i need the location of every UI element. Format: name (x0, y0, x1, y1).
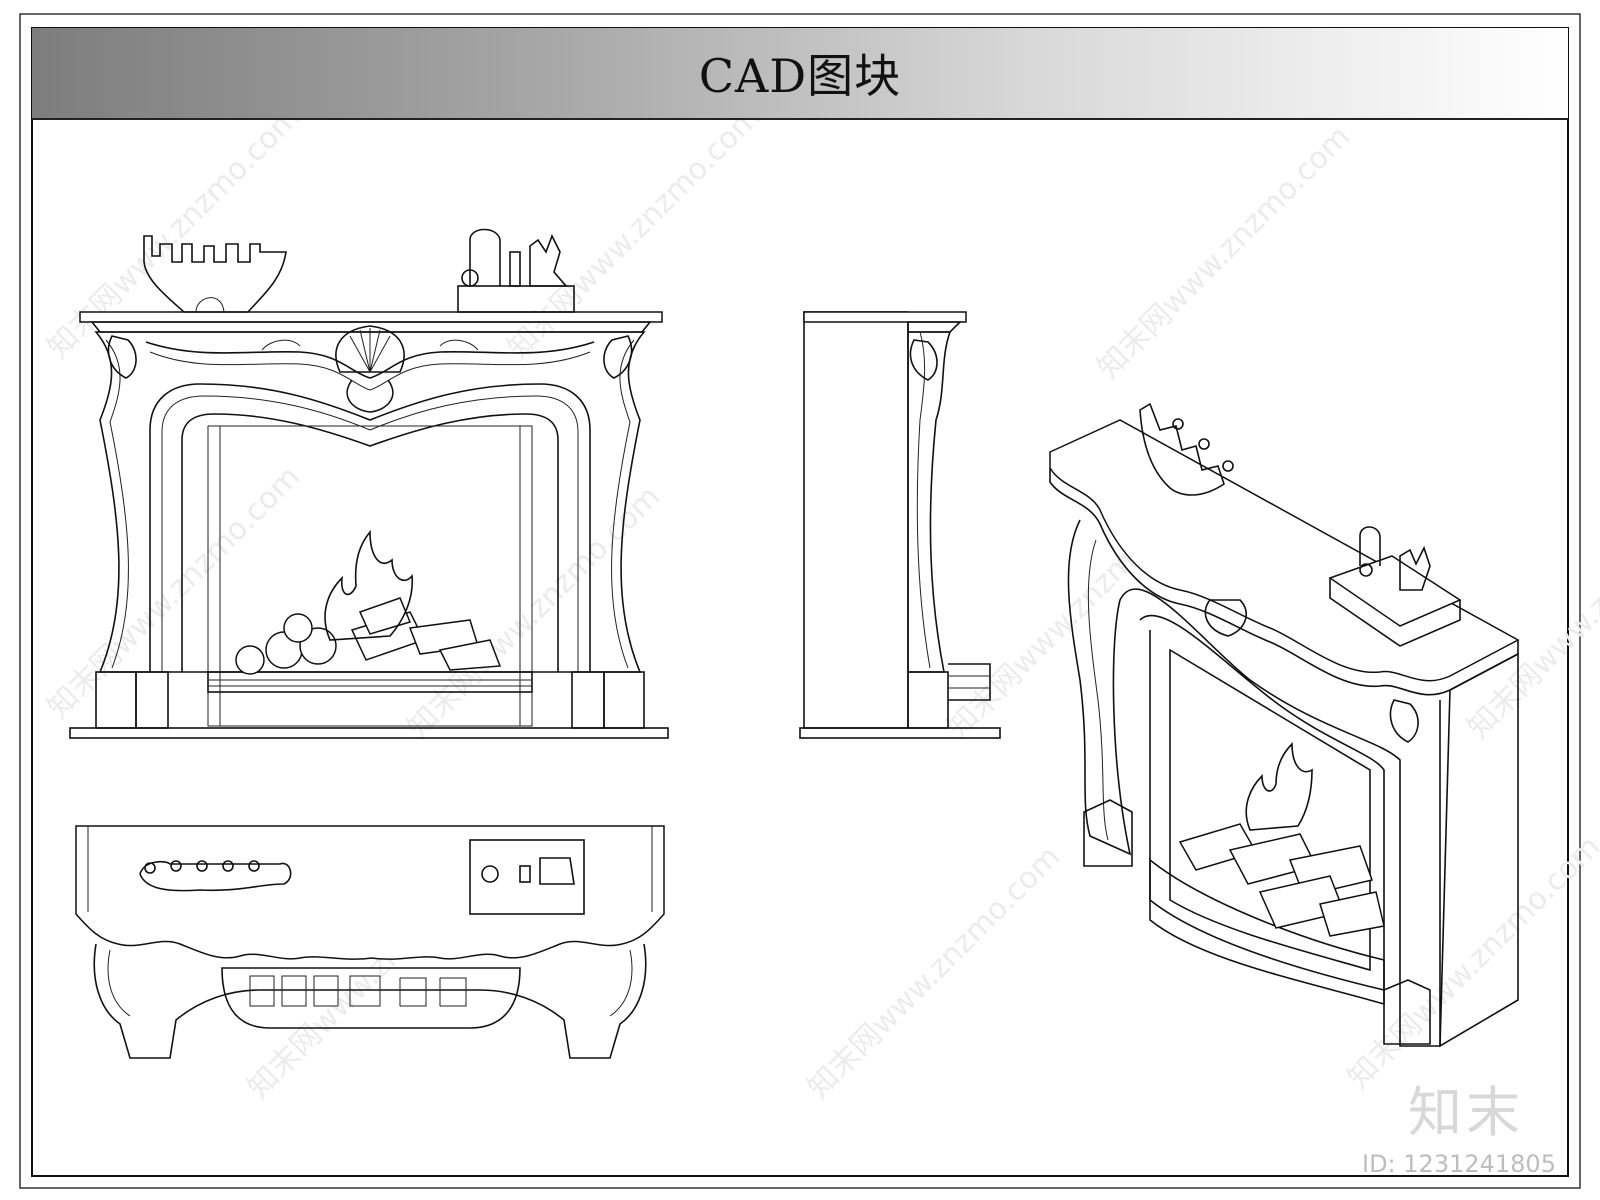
page-title: CAD图块 (698, 49, 902, 103)
plan-decor-ball (481, 865, 499, 883)
brand-logo: 知末 (1408, 1081, 1524, 1144)
floor-slab (69, 727, 669, 739)
plan-knob (170, 860, 182, 872)
plan-sculpture (139, 860, 292, 892)
plan-mantel-top (75, 825, 665, 960)
arch-inner (181, 413, 559, 672)
watermark: 知末网www.znzmo.com (801, 839, 1067, 1105)
plan-decor-candle (519, 865, 531, 883)
side-leg-molding (916, 331, 931, 669)
arch-outer (149, 383, 591, 672)
side-leg (907, 331, 952, 673)
title-bar: CAD图块 (32, 28, 1568, 120)
iso-decor-ball (1359, 563, 1373, 577)
flame (324, 529, 414, 641)
mantel-sculpture (143, 235, 287, 313)
iso-left-plinth (1083, 799, 1133, 867)
firebox-opening (207, 425, 533, 727)
plan-knob (196, 860, 208, 872)
shell-ornament (261, 325, 479, 413)
fire-grate (207, 671, 533, 693)
iso-firebox (1169, 648, 1371, 972)
plan-decor-box (469, 839, 585, 915)
side-elevation (799, 311, 1001, 739)
decor-ball (461, 269, 479, 287)
plan-mantel-edge (87, 826, 653, 912)
isometric-view (1049, 402, 1520, 1048)
left-plinth-inner (135, 671, 169, 729)
side-mantel-lip (907, 321, 962, 333)
decor-candle (509, 251, 521, 287)
left-leg-molding (105, 339, 129, 669)
watermark: 知末网www.znzmo.com (1461, 479, 1600, 745)
mantel-shelf (79, 311, 663, 323)
decor-arch (469, 228, 501, 286)
right-rosette (603, 335, 633, 379)
frieze-curve (145, 341, 595, 379)
iso-flame (1245, 742, 1313, 831)
plan-leg-detail (107, 949, 633, 1017)
iso-sculpture (1139, 402, 1225, 496)
watermark: 知末网www.znzmo.com (501, 99, 767, 365)
iso-shell-ornament (1204, 599, 1248, 637)
iso-decor-box-sides (1329, 578, 1461, 647)
left-rosette (107, 335, 137, 379)
side-back-panel (803, 311, 909, 729)
iso-front-surround (1067, 519, 1441, 1047)
right-plinth (603, 671, 645, 729)
iso-rosette (1389, 699, 1419, 743)
iso-knob (1198, 438, 1210, 450)
iso-decor-figure (1399, 545, 1431, 591)
side-rosette (909, 339, 938, 381)
arch-mid (161, 395, 579, 672)
plan-logs (249, 975, 467, 1007)
iso-grate (1149, 858, 1385, 992)
outer-frame (19, 13, 1581, 1189)
plan-legs-outline (93, 943, 647, 1059)
iso-decor-arch (1359, 526, 1381, 566)
iso-right-plinth (1383, 979, 1431, 1045)
side-grate (948, 663, 991, 701)
iso-side-panel (1439, 652, 1519, 1048)
iso-logs (1178, 823, 1385, 937)
plan-knob (222, 860, 234, 872)
iso-arch (1139, 614, 1385, 1006)
plan-knob (248, 860, 260, 872)
plan-view (75, 825, 665, 1059)
iso-leg-molding (1087, 539, 1109, 841)
log-pile (235, 597, 502, 675)
watermark: 知末网www.znzmo.com (401, 479, 667, 745)
right-leg-molding (611, 339, 635, 669)
front-elevation (69, 228, 669, 739)
side-mantel (803, 311, 967, 323)
sculpture-arch (195, 297, 225, 313)
id-label: ID: 1231241805 (1362, 1150, 1556, 1178)
plan-decor-figure (539, 857, 575, 885)
watermark: 知末网www.znzmo.com (1091, 119, 1357, 385)
iso-mantel-edge (1049, 468, 1519, 696)
iso-knob (1222, 460, 1234, 472)
watermark: 知末网www.znzmo.com (1341, 829, 1600, 1095)
decor-figure (529, 234, 568, 287)
plan-firebox (221, 967, 521, 1029)
plan-knob (144, 862, 156, 874)
right-plinth-inner (571, 671, 605, 729)
frieze-curve-inner (149, 351, 591, 391)
watermark: 知末网www.znzmo.com (41, 99, 307, 365)
iso-knob (1172, 418, 1184, 430)
